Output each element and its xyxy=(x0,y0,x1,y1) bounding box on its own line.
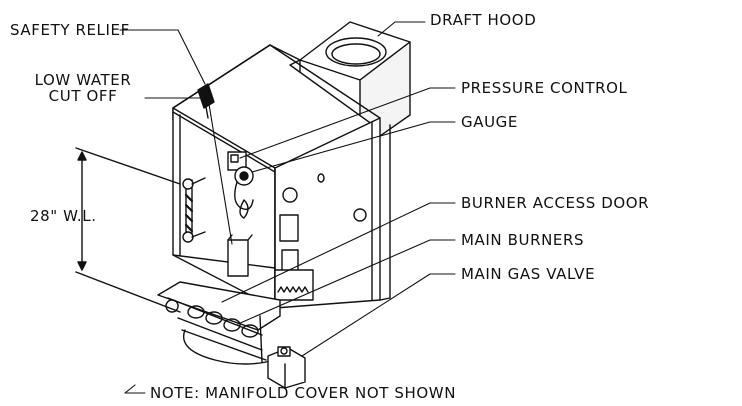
label-low-water-cutoff-line1: LOW WATER xyxy=(34,71,132,89)
waterline-dimension xyxy=(75,147,181,313)
sight-glass xyxy=(182,177,206,243)
label-note-manifold-cover: NOTE: MANIFOLD COVER NOT SHOWN xyxy=(150,384,457,402)
low-water-cutoff xyxy=(227,234,253,277)
label-low-water-cutoff: LOW WATER CUT OFF xyxy=(18,71,148,105)
gas-valve xyxy=(267,346,306,389)
label-low-water-cutoff-line2: CUT OFF xyxy=(48,86,118,105)
label-main-burners: MAIN BURNERS xyxy=(461,231,585,249)
label-draft-hood: DRAFT HOOD xyxy=(430,11,537,29)
label-waterline: 28" W.L. xyxy=(30,207,97,225)
pressure-control-and-gauge xyxy=(227,151,254,219)
label-burner-access-door: BURNER ACCESS DOOR xyxy=(461,194,650,212)
burner-assembly xyxy=(157,281,281,365)
label-main-gas-valve: MAIN GAS VALVE xyxy=(461,265,596,283)
leader-lines xyxy=(119,21,456,394)
label-safety-relief: SAFETY RELIEF xyxy=(10,21,130,39)
label-gauge: GAUGE xyxy=(461,113,518,131)
safety-relief-valve xyxy=(197,83,215,119)
label-pressure-control: PRESSURE CONTROL xyxy=(461,79,628,97)
